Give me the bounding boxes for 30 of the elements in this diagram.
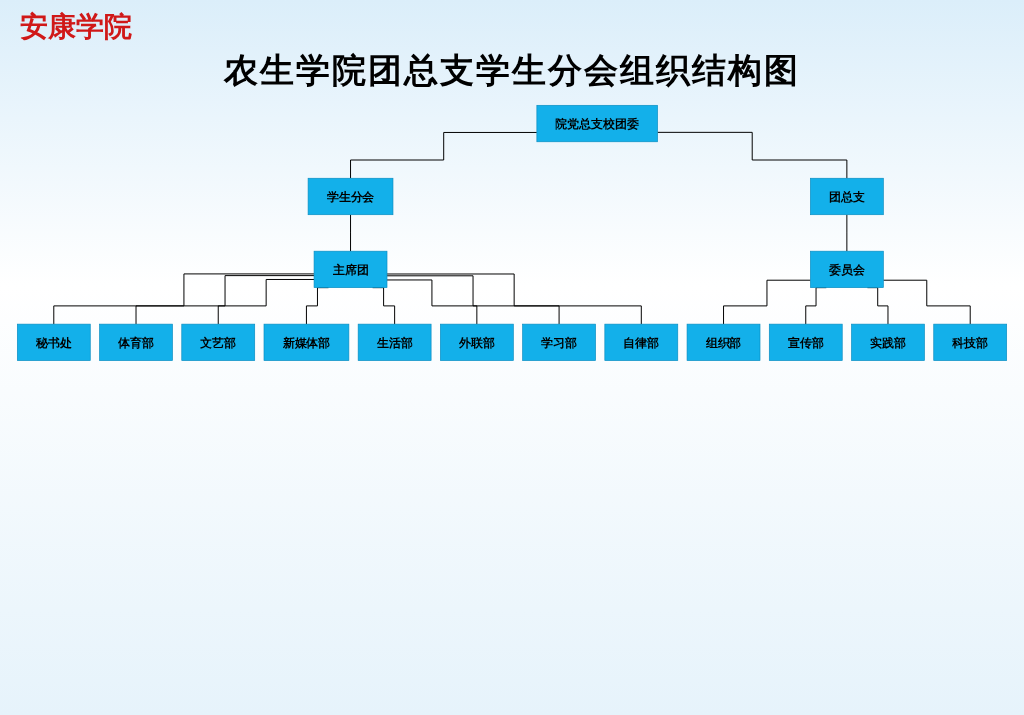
diagram-title: 农生学院团总支学生分会组织结构图 (222, 49, 801, 92)
node-box: 生活部 (357, 323, 432, 361)
connector (882, 279, 971, 325)
node-box: 文艺部 (181, 323, 256, 361)
node-box: 学生分会 (307, 177, 394, 216)
node-box: 体育部 (99, 323, 173, 361)
node-box: 学习部 (522, 323, 596, 361)
connector (135, 275, 315, 325)
node-box: 外联部 (440, 323, 514, 361)
node-box: 院党总支校团委 (536, 104, 658, 143)
connector (217, 279, 315, 325)
node-box: 秘书处 (17, 323, 91, 361)
connector (350, 131, 538, 179)
node-box: 实践部 (851, 323, 925, 361)
node-box: 主席团 (313, 250, 388, 288)
connector (386, 279, 478, 325)
school-name: 安康学院 (20, 10, 132, 43)
node-box: 新媒体部 (263, 323, 350, 361)
connector (386, 275, 560, 325)
node-box: 科技部 (933, 323, 1007, 361)
connector (386, 273, 642, 325)
node-box: 组织部 (686, 323, 761, 361)
connector (657, 131, 848, 179)
connector (350, 214, 352, 252)
node-box: 宣传部 (768, 323, 843, 361)
node-box: 自律部 (604, 323, 679, 361)
node-box: 委员会 (810, 250, 884, 288)
connector (723, 279, 811, 325)
node-box: 团总支 (810, 177, 884, 216)
connector (53, 273, 315, 325)
